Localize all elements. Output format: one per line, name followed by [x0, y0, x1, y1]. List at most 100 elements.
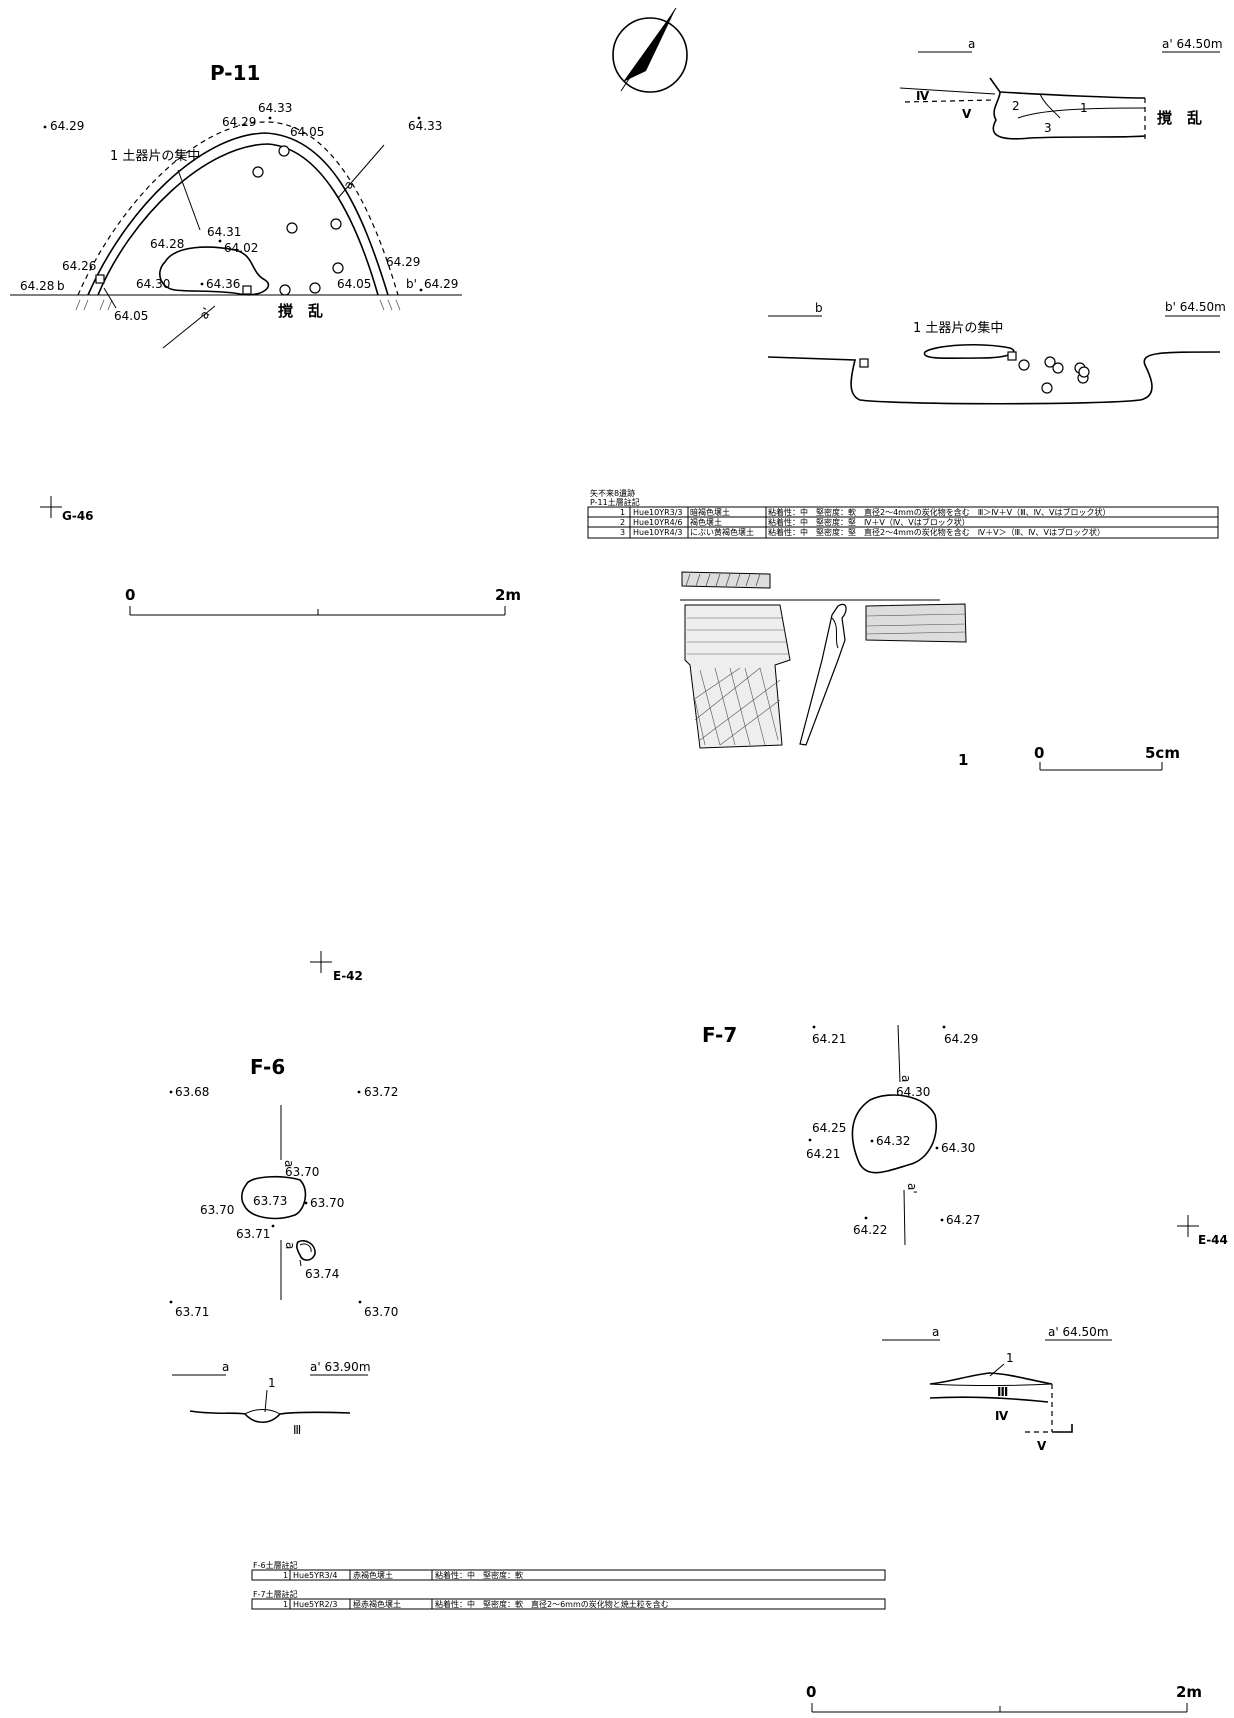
f6-layer-1-label: 1 — [268, 1376, 276, 1390]
p11-inner-outline — [97, 143, 379, 296]
f7-section-a-label: a — [899, 1075, 913, 1082]
row-no: 1 — [620, 508, 625, 517]
layer-3-label: 3 — [1044, 121, 1052, 135]
f7-point-label: 64.21 — [806, 1147, 840, 1161]
f7-section-a2-label: a' — [905, 1183, 919, 1194]
p11-section-line-a — [337, 144, 385, 199]
f6-plan: F-6 63.68 63.72 63.70 63.73 63.70 63.70 … — [169, 1055, 398, 1319]
row-note: 粘着性：中 堅密度：軟 直径2～4mmの炭化物を含む Ⅲ＞Ⅳ＋Ⅴ（Ⅲ、Ⅳ、Ⅴはブ… — [768, 507, 1111, 517]
soil-table-f6: F-6土層註記 1 Hue5YR3/4 赤褐色壌土 粘着性：中 堅密度：軟 — [251, 1560, 886, 1581]
table-caption: F-6土層註記 — [253, 1560, 298, 1570]
f6-section-right-label: a' 63.90m — [310, 1360, 371, 1374]
row-note: 粘着性：中 堅密度：軟 — [435, 1570, 523, 1580]
artifact-scale-zero: 0 — [1034, 744, 1044, 762]
row-no: 1 — [283, 1571, 288, 1580]
grid-label-g46: G-46 — [62, 509, 94, 523]
p11-section-b-label: b — [57, 279, 65, 293]
row-note: 粘着性：中 堅密度：堅 直径2～4mmの炭化物を含む Ⅳ＋Ⅴ＞（Ⅲ、Ⅳ、Ⅴはブロ… — [768, 527, 1105, 537]
f7-plan: F-7 64.21 64.29 64.30 64.25 64.21 64.32 … — [702, 1023, 980, 1246]
p11-point-label: 64.31 — [207, 225, 241, 239]
p11-artifact-circle — [330, 218, 342, 230]
f7-point-label: 64.30 — [896, 1085, 930, 1099]
p11-point-label: 64.26 — [62, 259, 96, 273]
row-soil: にぶい黄褐色壌土 — [690, 527, 754, 537]
grid-label-e42: E-42 — [333, 969, 363, 983]
artifact-number: 1 — [958, 751, 968, 769]
p11-point-label: 64.28 — [150, 237, 184, 251]
section-b-right-label: b' 64.50m — [1165, 300, 1226, 314]
f7-section: a a' 64.50m 1 Ⅲ Ⅳ Ⅴ — [882, 1325, 1112, 1453]
p11-artifact-square — [242, 285, 252, 295]
f6-point-label: 63.71 — [175, 1305, 209, 1319]
p11-point-label: 64.02 — [224, 241, 258, 255]
f6-point-label: 63.68 — [175, 1085, 209, 1099]
p11-point-label: 64.29 — [386, 255, 420, 269]
scale-end: 2m — [495, 586, 521, 604]
f7-layer-1-label: 1 — [1006, 1351, 1014, 1365]
f7-point-label: 64.25 — [812, 1121, 846, 1135]
row-soil: 極赤褐色壌土 — [353, 1599, 401, 1609]
row-color: Hue10YR4/3 — [633, 528, 683, 537]
row-soil: 赤褐色壌土 — [353, 1570, 393, 1580]
row-note: 粘着性：中 堅密度：軟 直径2～6mmの炭化物と焼土粒を含む — [435, 1599, 669, 1609]
p11-concentration-leader — [177, 169, 201, 231]
p11-section-line-a2 — [162, 305, 216, 349]
scale-bar-2m-bottom: 0 2m — [806, 1683, 1202, 1713]
f6-section-a2-label: a — [283, 1242, 297, 1249]
grid-marker-e44: E-44 — [1177, 1215, 1228, 1247]
f6-layer-III-label: Ⅲ — [293, 1423, 301, 1437]
p11-section-a: a a' 64.50m Ⅳ Ⅴ 2 1 3 撹 乱 — [899, 37, 1223, 140]
f7-point-label: 64.22 — [853, 1223, 887, 1237]
f7-point-label: 64.29 — [944, 1032, 978, 1046]
p11-point-label: 64.05 — [114, 309, 148, 323]
p11-point-label: 64.05 — [337, 277, 371, 291]
f6-title: F-6 — [250, 1055, 285, 1079]
scale-bar-2m-top: 0 2m — [125, 586, 521, 616]
f6-point-label: 63.70 — [285, 1165, 319, 1179]
p11-outer-dash — [77, 121, 399, 296]
p11-concentration-label: 1 土器片の集中 — [110, 148, 200, 164]
f7-point-label: 64.27 — [946, 1213, 980, 1227]
p11-point-label: 64.29 — [50, 119, 84, 133]
f7-layer-V-label: Ⅴ — [1037, 1439, 1047, 1453]
p11-hatching — [75, 299, 401, 311]
p11-outer-outline — [87, 132, 389, 296]
f6-section-left-label: a — [222, 1360, 229, 1374]
p11-point-label: 64.29 — [222, 115, 256, 129]
p11-point-label: 64.33 — [408, 119, 442, 133]
site-name: 矢不来8遺跡 — [590, 488, 635, 498]
p11-section-b2-label: b' — [406, 277, 417, 291]
f6-section-a-label: a — [282, 1160, 296, 1167]
row-no: 2 — [620, 518, 625, 527]
layer-1-label: 1 — [1080, 101, 1088, 115]
row-note: 粘着性：中 堅密度：堅 Ⅳ＋Ⅴ（Ⅳ、Ⅴはブロック状） — [768, 517, 970, 527]
f7-point-label: 64.30 — [941, 1141, 975, 1155]
f7-section-right-label: a' 64.50m — [1048, 1325, 1109, 1339]
f6-point-label: 63.70 — [364, 1305, 398, 1319]
north-arrow-icon — [612, 7, 688, 93]
layer-V-label: Ⅴ — [962, 107, 972, 121]
artifact-scale-end: 5cm — [1145, 744, 1180, 762]
layer-IV-label: Ⅳ — [916, 89, 930, 103]
row-no: 1 — [283, 1600, 288, 1609]
p11-artifact-circle — [286, 222, 298, 234]
p11-sherd-concentration — [159, 246, 270, 296]
p11-artifact-circle — [252, 166, 264, 178]
p11-point-label: 64.30 — [136, 277, 170, 291]
p11-point-label: 64.28 — [20, 279, 54, 293]
scale-zero: 0 — [125, 586, 135, 604]
f6-point-label: 63.71 — [236, 1227, 270, 1241]
section-b-concentration-label: 1 土器片の集中 — [913, 320, 1003, 336]
p11-point-label: 64.29 — [424, 277, 458, 291]
p11-title: P-11 — [210, 61, 260, 85]
table-caption: P-11土層註記 — [590, 497, 640, 507]
p11-plan: P-11 1 土器片の集中 — [10, 61, 462, 523]
f7-section-left-label: a — [932, 1325, 939, 1339]
row-color: Hue5YR2/3 — [293, 1600, 337, 1609]
row-color: Hue5YR3/4 — [293, 1571, 337, 1580]
row-no: 3 — [620, 528, 625, 537]
section-a-left-label: a — [968, 37, 975, 51]
p11-point-label: 64.36 — [206, 277, 240, 291]
